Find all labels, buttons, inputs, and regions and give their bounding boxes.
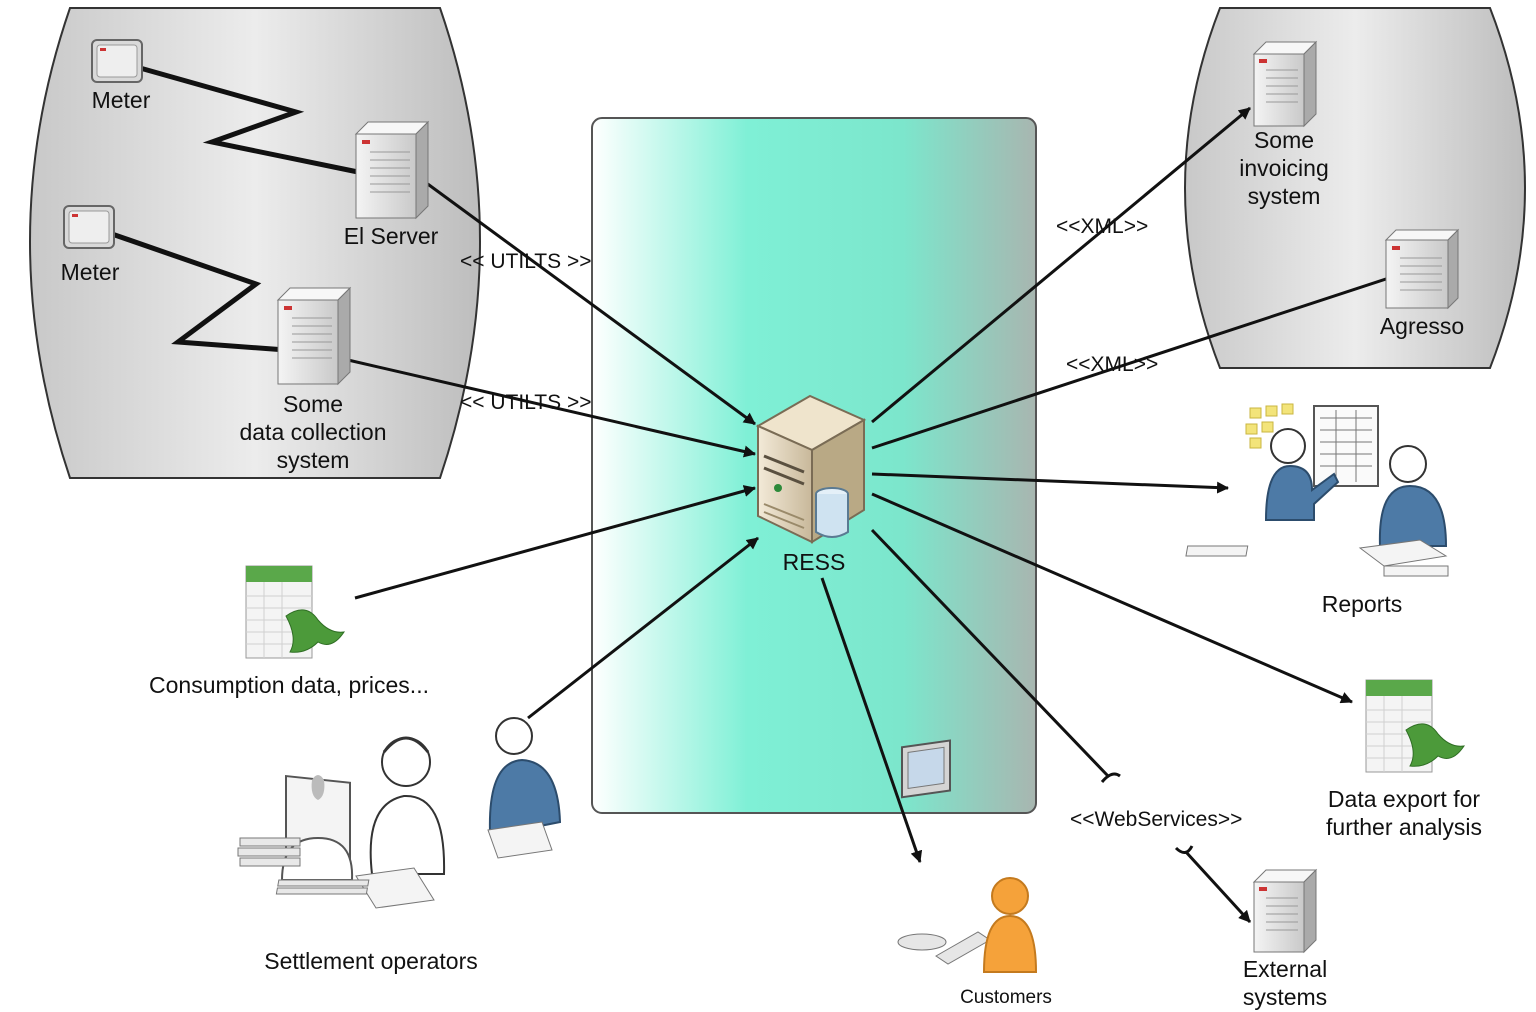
meter-top-label: Meter [91,87,151,113]
data-export-spreadsheet-icon [1365,679,1466,773]
ress-server-icon [755,394,867,544]
line-ress-webservices [870,528,1110,778]
arrow-ress-customers [820,577,923,863]
invoicing-system-label: Some invoicing system [1239,127,1329,209]
settlement-operators-label: Settlement operators [264,948,478,974]
arrow-ress-agresso [871,272,1399,450]
reports-illustration [1185,403,1449,577]
el-server-icon [354,120,430,220]
external-systems-server-icon [1252,868,1318,954]
xml-label-bottom: <<XML>> [1066,353,1159,376]
data-export-label: Data export for further analysis [1326,786,1482,840]
el-server-label: El Server [343,223,439,249]
connections [347,106,1399,924]
arrow-elserver-ress [424,180,756,426]
meter-top-icon [91,39,143,83]
consumption-spreadsheet-icon [245,565,346,659]
arrow-ress-dataexport [871,492,1353,704]
meter-bottom-label: Meter [60,259,120,285]
invoicing-server-icon [1252,40,1318,128]
agresso-server-icon [1384,228,1460,310]
arrow-webservices-external [1184,850,1252,924]
webservice-socket-top [1100,772,1121,783]
agresso-label: Agresso [1379,313,1465,339]
arrow-ress-reports [871,472,1229,494]
ress-label: RESS [782,549,846,575]
customers-label: Customers [960,987,1052,1008]
external-systems-label: External systems [1242,956,1328,1010]
utilts-label-bottom: << UTILTS >> [460,391,592,414]
meter-bottom-icon [63,205,115,249]
utilts-label-top: << UTILTS >> [460,250,592,273]
meter-wire-top [139,65,359,175]
webservice-socket-bottom [1174,845,1194,854]
arrow-ress-invoicing [871,106,1251,424]
reports-label: Reports [1321,591,1403,617]
webservices-label: <<WebServices>> [1070,808,1243,831]
meter-wire-bottom [111,231,287,353]
customers-illustration [897,739,1038,973]
consumption-data-label: Consumption data, prices... [149,672,429,698]
xml-label-top: <<XML>> [1056,215,1149,238]
arrow-datacollection-ress [347,358,756,458]
settlement-operators-illustration [237,717,562,909]
data-collection-label: Some data collection system [239,391,387,473]
arrow-operators-ress [527,536,759,720]
data-collection-server-icon [276,286,352,386]
arrow-consumption-ress [354,485,756,600]
